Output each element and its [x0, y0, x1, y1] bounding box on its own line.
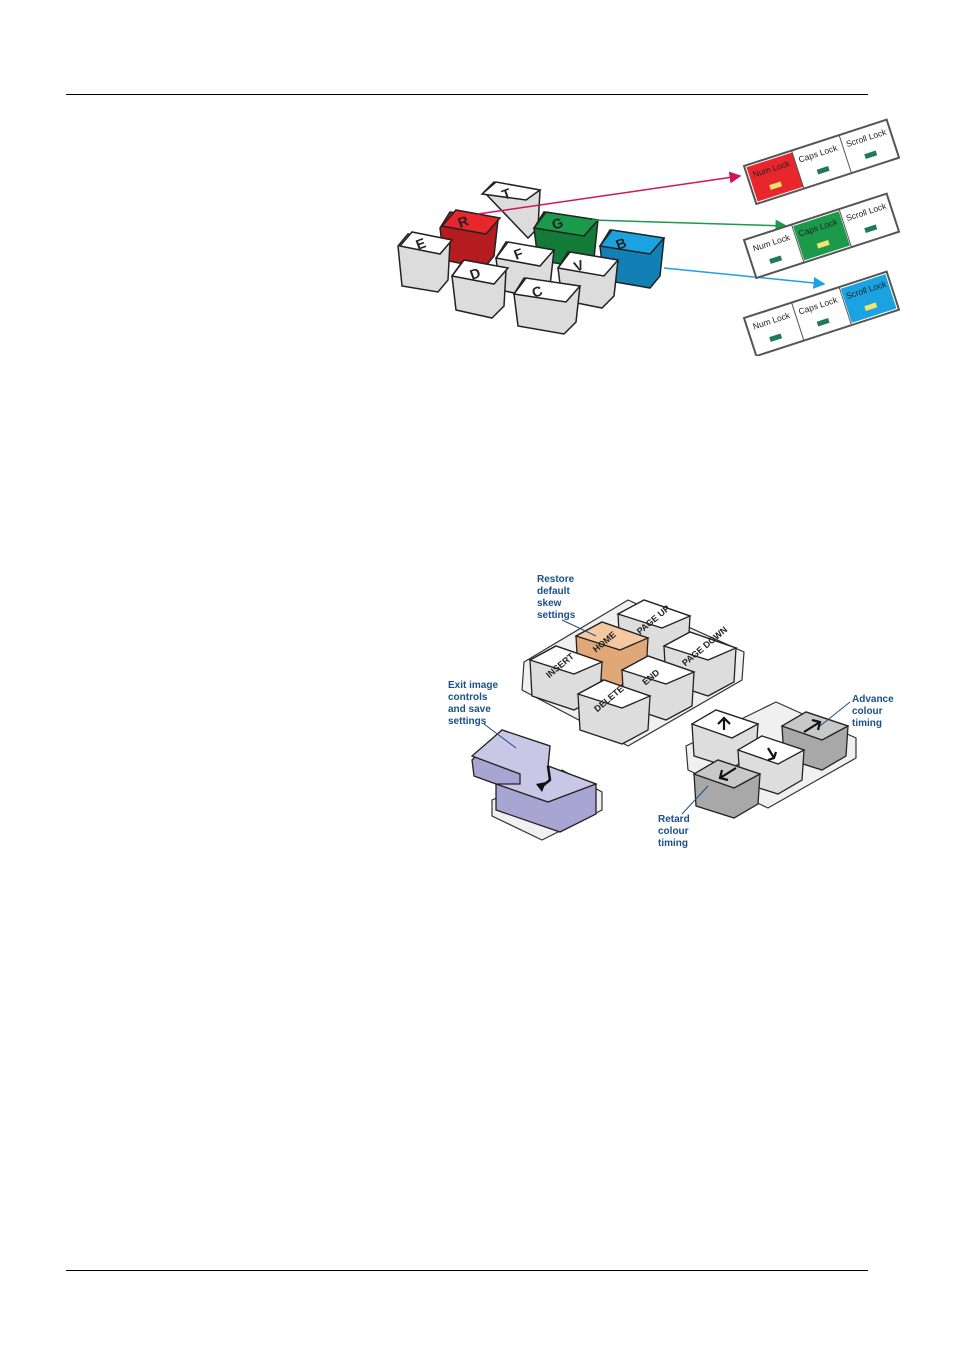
callout-exit-line-3: and save	[448, 704, 491, 715]
callout-retard-line-3: timing	[658, 838, 688, 849]
callout-advance-line-1: Advance	[852, 694, 894, 705]
callout-retard-line-2: colour	[658, 826, 689, 837]
callout-restore-line-4: settings	[537, 610, 576, 621]
key-c: C	[514, 278, 580, 334]
led-panel-num-lock: Num Lock Caps Lock Scroll Lock	[744, 120, 899, 204]
callout-retard-line-1: Retard	[658, 814, 690, 825]
callout-restore: Restore default skew settings	[537, 574, 576, 621]
callout-advance-line-3: timing	[852, 718, 882, 729]
callout-exit: Exit image controls and save settings	[448, 680, 498, 727]
figure-control-keys: PAGE UP HOME INSERT PAGE DOWN END	[432, 570, 902, 850]
callout-advance: Advance colour timing	[852, 694, 894, 729]
callout-exit-line-2: controls	[448, 692, 488, 703]
footer-rule	[66, 1270, 868, 1271]
key-e: E	[398, 232, 452, 292]
callout-exit-line-4: settings	[448, 716, 487, 727]
callout-retard: Retard colour timing	[658, 814, 690, 849]
callout-restore-line-1: Restore	[537, 574, 575, 585]
callout-restore-line-2: default	[537, 586, 570, 597]
led-panel-caps-lock: Num Lock Caps Lock Scroll Lock	[744, 194, 899, 278]
figure-rgb-keys: T R E G F D	[388, 100, 904, 356]
key-d: D	[452, 260, 508, 318]
rgb-keys-illustration: T R E G F D	[388, 100, 904, 356]
callout-exit-line-1: Exit image	[448, 680, 498, 691]
arrow-blue	[664, 268, 824, 284]
key-enter	[472, 730, 596, 832]
callout-advance-line-2: colour	[852, 706, 883, 717]
callout-restore-line-3: skew	[537, 598, 562, 609]
arrow-green	[592, 220, 786, 226]
control-keys-illustration: PAGE UP HOME INSERT PAGE DOWN END	[432, 570, 902, 850]
header-rule	[66, 94, 868, 95]
